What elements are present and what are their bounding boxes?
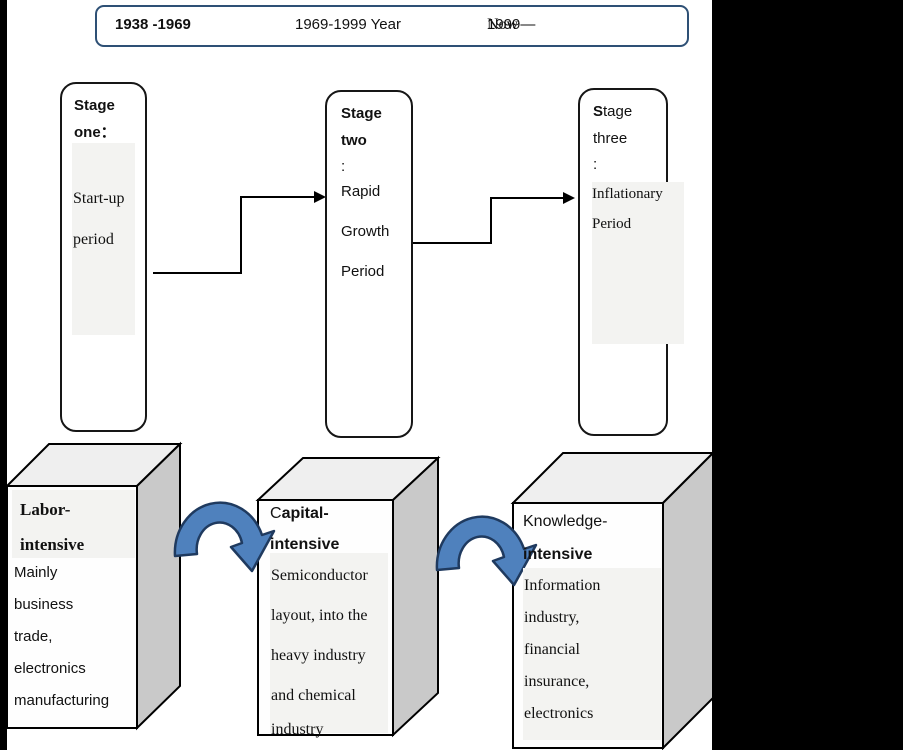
text-line: industry [271,721,324,738]
cube-top-face [255,457,441,501]
capital-heading: Capital- intensive [270,498,339,560]
stage-three-title-line2: three [593,130,628,147]
stage-three-colon: : [593,156,598,173]
labor-heading: Labor- intensive [20,492,84,562]
text-line: Labor- [20,500,71,519]
right-black-border [712,0,903,750]
text-line: intensive [270,536,340,553]
arrowhead-icon [563,192,575,204]
stage-three-box: Stage three : Inflationary Period [578,88,684,436]
text-line: insurance, [524,673,590,690]
cube-top-face [510,452,716,504]
left-black-border [0,0,7,750]
stage-one-box: Stage one： Start-up period [60,82,147,432]
text-line: Growth [341,223,390,240]
stage-three-title: Stage three [593,98,632,152]
cube-top-face [4,443,183,487]
cube-side-face [662,450,714,750]
capital-body-highlight [270,553,388,733]
curved-arrow-labor-to-capital-icon [173,501,276,573]
text-line: electronics [14,660,86,677]
stage-one-title-line1: Stage [74,97,115,114]
stage-three-title-line1: Stage [593,98,632,125]
stage-one-highlight [72,143,135,335]
capital-body: Semiconductor layout, into the heavy ind… [271,556,368,744]
timeline-period-3-number: 1999— [487,16,536,33]
text-line: Knowledge- [523,513,608,530]
text-line: industry, [524,609,580,626]
stage-two-title-line1: Stage [341,105,382,122]
stage-two-box: Stage two : Rapid Growth Period [325,90,413,438]
stage-two-title-line2: two [341,132,367,149]
text-line: Information [524,577,601,594]
stage-two-colon: : [341,158,346,175]
cube-side-face [136,441,181,731]
text-line: Period [341,263,385,280]
labor-body: Mainly business trade, electronics manuf… [14,557,109,717]
timeline-period-3-word: Now [487,16,519,33]
text-line: intensive [523,546,593,563]
text-line: business [14,596,74,613]
knowledge-body: Information industry, financial insuranc… [524,570,600,730]
text-line: Start-up [73,190,125,207]
text-line: electronics [524,705,594,722]
stage-one-body: Start-up period [73,178,125,260]
labor-heading-highlight [12,490,135,558]
text-line: and chemical [271,687,356,704]
text-line: heavy industry [271,647,366,664]
stage-three-highlight [592,182,684,344]
elbow-arrow-stage2-stage3 [413,192,575,244]
stage-three-body: Inflationary Period [592,179,663,239]
text-line: trade, [14,628,53,645]
stage-one-title: Stage one： [74,92,116,146]
text-line: Period [592,216,632,232]
text-line: Mainly [14,564,58,581]
text-line: period [73,231,114,248]
timeline-box: 1938 -1969 1969-1999 Year 1999—Now [95,5,689,47]
heading-first-letter: C [270,505,282,522]
text-line: Rapid [341,183,381,200]
heading-rest: apital- [281,505,329,522]
timeline-period-2: 1969-1999 Year [295,16,401,33]
stage-two-title: Stage two [341,100,382,154]
text-line: Inflationary [592,186,663,202]
timeline-period-1: 1938 -1969 [115,16,191,33]
cube-side-face [392,455,439,738]
text-line: intensive [20,535,85,554]
knowledge-heading: Knowledge- intensive [523,505,608,571]
curved-arrow-capital-to-knowledge-icon [435,515,538,587]
stage-two-body: Rapid Growth Period [341,172,389,292]
text-line: layout, into the [271,607,368,624]
title-bold-letter: S [593,103,604,120]
text-line: Capital- [270,498,339,529]
text-line: Semiconductor [271,567,368,584]
knowledge-body-highlight [523,568,661,740]
elbow-arrow-stage1-stage2 [153,191,326,274]
title-rest: tage [603,103,633,120]
text-line: financial [524,641,580,658]
text-line: manufacturing [14,692,110,709]
stage-one-title-line2: one： [74,124,116,141]
